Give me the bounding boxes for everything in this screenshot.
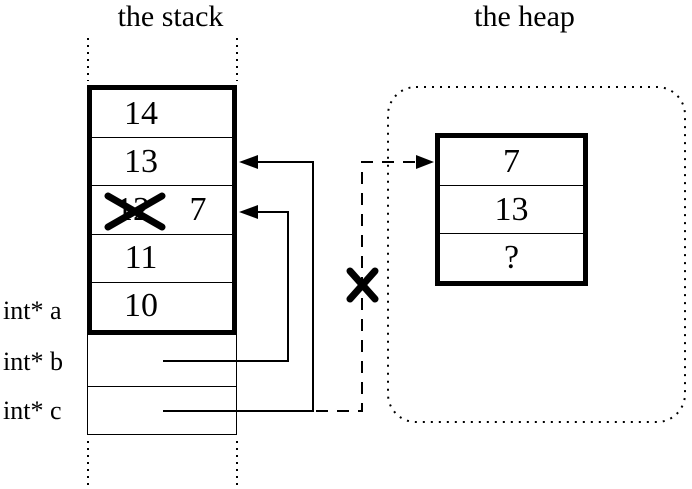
dangling-pointer-dashed-arrow bbox=[316, 155, 434, 412]
heap-cell-unknown: ? bbox=[440, 234, 583, 281]
invalid-pointer-x-icon bbox=[346, 267, 379, 303]
arrowhead-icon bbox=[239, 155, 258, 169]
heap-cell-value: 13 bbox=[494, 190, 529, 228]
stack-cell-value: 13 bbox=[124, 142, 158, 180]
heap-block-box: 7 13 ? bbox=[435, 133, 588, 286]
heap-cell-13: 13 bbox=[440, 186, 583, 234]
stack-pointer-rows bbox=[87, 335, 237, 435]
stack-cell-13: 13 bbox=[92, 138, 232, 187]
pointer-label-b: int* b bbox=[3, 347, 63, 376]
heap-cell-7: 7 bbox=[440, 138, 583, 186]
arrowhead-icon bbox=[416, 155, 434, 169]
stack-cell-value: 10 bbox=[124, 287, 158, 325]
pointer-label-a: int* a bbox=[3, 296, 62, 325]
stack-cell-14: 14 bbox=[92, 90, 232, 139]
stack-cell-value: 11 bbox=[124, 239, 158, 277]
stack-cell-10: 10 bbox=[92, 283, 232, 330]
stack-cell-11: 11 bbox=[92, 235, 232, 283]
arrowhead-icon bbox=[239, 205, 258, 219]
stack-cell-old-value: 12 bbox=[116, 191, 150, 228]
stack-cell-new-value: 7 bbox=[189, 191, 207, 228]
heap-cell-value: ? bbox=[503, 238, 520, 276]
heap-title: the heap bbox=[474, 0, 575, 33]
pointer-label-c: int* c bbox=[3, 396, 62, 425]
stack-cell-12-crossed: 12 7 bbox=[92, 186, 232, 235]
stack-row-pointer-b bbox=[88, 335, 236, 387]
heap-cell-value: 7 bbox=[503, 142, 520, 180]
stack-cell-value: 14 bbox=[124, 94, 158, 132]
stack-title: the stack bbox=[117, 0, 224, 33]
stack-row-pointer-c bbox=[88, 387, 236, 433]
stack-frame-box: 14 13 12 7 11 10 bbox=[87, 85, 237, 335]
